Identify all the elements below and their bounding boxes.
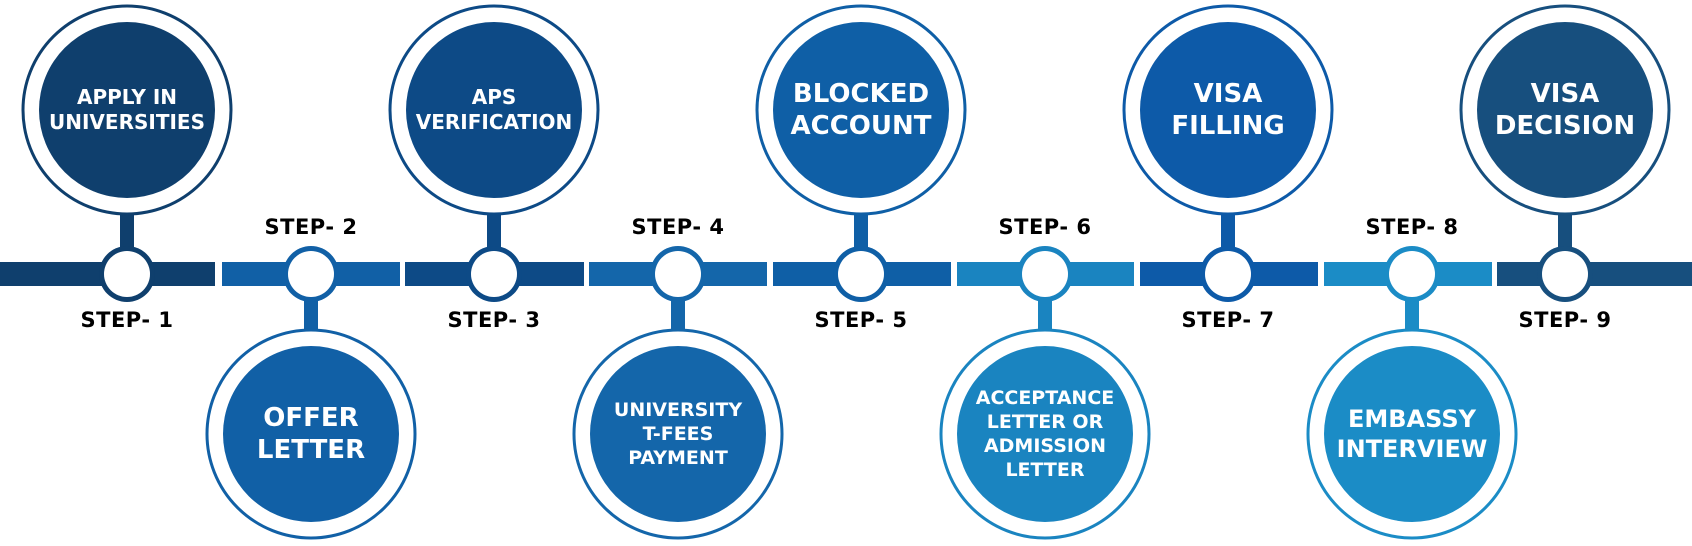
timeline-node-center-3 (471, 251, 517, 297)
step-title-9: VISA DECISION (1494, 79, 1636, 141)
step-label-1: STEP- 1 (80, 308, 174, 332)
step-title-6: ACCEPTANCE LETTER OR ADMISSION LETTER (975, 387, 1115, 481)
step-bubble-6 (957, 346, 1133, 522)
connector-stem-5 (854, 212, 868, 248)
step-bubble-5 (773, 22, 949, 198)
step-bubble-2 (223, 346, 399, 522)
connector-stem-6 (1038, 300, 1052, 332)
connector-stem-1 (120, 212, 134, 248)
step-title-4: UNIVERSITY T-FEES PAYMENT (613, 399, 743, 469)
connector-stem-4 (671, 300, 685, 332)
step-bubble-1 (39, 22, 215, 198)
step-label-3: STEP- 3 (447, 308, 541, 332)
timeline-node-center-7 (1205, 251, 1251, 297)
timeline-segment-9 (1497, 262, 1692, 286)
step-title-2: OFFER LETTER (256, 403, 366, 465)
step-label-7: STEP- 7 (1181, 308, 1275, 332)
step-label-4: STEP- 4 (631, 215, 725, 239)
step-bubble-3 (406, 22, 582, 198)
step-title-7: VISA FILLING (1171, 79, 1285, 141)
step-label-2: STEP- 2 (264, 215, 358, 239)
timeline-node-center-5 (838, 251, 884, 297)
timeline-node-center-9 (1542, 251, 1588, 297)
step-bubble-8 (1324, 346, 1500, 522)
step-label-9: STEP- 9 (1518, 308, 1612, 332)
connector-stem-2 (304, 300, 318, 332)
timeline-node-center-2 (288, 251, 334, 297)
step-title-5: BLOCKED ACCOUNT (790, 79, 932, 141)
step-bubble-4 (590, 346, 766, 522)
step-bubble-9 (1477, 22, 1653, 198)
step-label-6: STEP- 6 (998, 215, 1092, 239)
connector-stem-3 (487, 212, 501, 248)
timeline-node-center-6 (1022, 251, 1068, 297)
timeline-node-center-4 (655, 251, 701, 297)
connector-stem-7 (1221, 212, 1235, 248)
timeline-node-center-1 (104, 251, 150, 297)
step-title-1: APPLY IN UNIVERSITIES (49, 85, 205, 134)
connector-stem-9 (1558, 212, 1572, 248)
step-bubble-7 (1140, 22, 1316, 198)
step-title-3: APS VERIFICATION (415, 85, 573, 134)
connector-stem-8 (1405, 300, 1419, 332)
step-title-8: EMBASSY INTERVIEW (1336, 405, 1488, 463)
step-label-5: STEP- 5 (814, 308, 908, 332)
timeline-node-center-8 (1389, 251, 1435, 297)
step-label-8: STEP- 8 (1365, 215, 1459, 239)
